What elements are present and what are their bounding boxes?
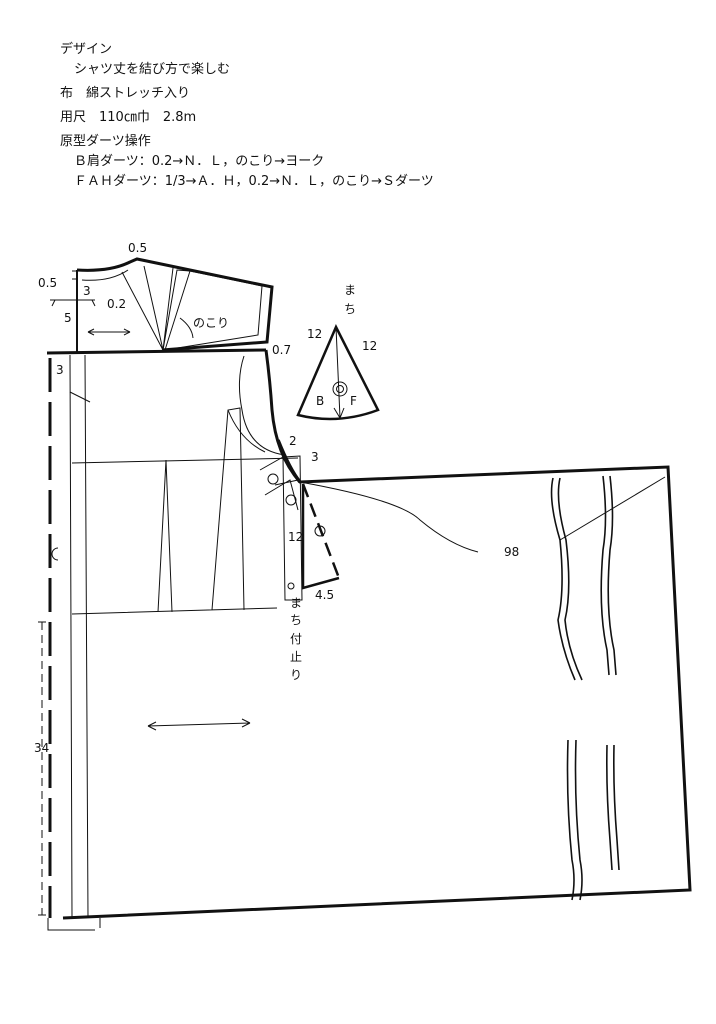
- design-text: シャツ丈を結び方で楽しむ: [74, 62, 231, 77]
- label-3-collar: 3: [83, 284, 91, 298]
- dart-heading: 原型ダーツ操作: [60, 134, 151, 149]
- gusset-title-1: ま: [344, 283, 356, 297]
- label-0-5-top: 0.5: [128, 241, 147, 255]
- gusset-f-label: F: [350, 394, 357, 408]
- label-2: 2: [289, 434, 297, 448]
- bodice-piece: [38, 348, 692, 931]
- machi-stop-1: ま: [290, 596, 302, 610]
- label-98: 98: [504, 545, 519, 559]
- gusset-title-2: ち: [344, 302, 356, 316]
- label-nokori: のこり: [193, 316, 229, 330]
- design-label: デザイン: [60, 42, 113, 57]
- gusset-b-label: B: [316, 394, 324, 408]
- label-0-5-left: 0.5: [38, 276, 57, 290]
- yoke-piece: [50, 257, 274, 353]
- label-0-2: 0.2: [107, 297, 126, 311]
- gusset-right-length: 12: [362, 339, 377, 353]
- machi-stop-5: り: [290, 668, 302, 682]
- label-0-7: 0.7: [272, 343, 291, 357]
- label-5: 5: [64, 311, 72, 325]
- gusset-piece: [296, 324, 380, 421]
- gusset-left-length: 12: [307, 327, 322, 341]
- dart-b-text: Ｂ肩ダーツ：0.2→Ｎ．Ｌ，のこり→ヨーク: [74, 154, 325, 169]
- label-3-left: 3: [56, 363, 64, 377]
- machi-stop-3: 付: [290, 632, 302, 646]
- label-34: 34: [34, 741, 49, 755]
- dart-f-text: ＦＡＨダーツ：1/3→Ａ．Ｈ，0.2→Ｎ．Ｌ，のこり→Ｓダーツ: [74, 174, 434, 189]
- side-gusset-area: [259, 439, 341, 601]
- label-12-side: 12: [288, 530, 303, 544]
- yardage-text: 用尺 110㎝巾 2.8m: [60, 110, 197, 125]
- machi-stop-2: ち: [290, 613, 302, 627]
- label-3-arm: 3: [311, 450, 319, 464]
- machi-stop-4: 止: [290, 650, 302, 664]
- label-4-5: 4.5: [315, 588, 334, 602]
- pattern-notes: デザイン シャツ丈を結び方で楽しむ 布 綿ストレッチ入り 用尺 110㎝巾 2.…: [60, 40, 434, 192]
- fabric-text: 布 綿ストレッチ入り: [60, 86, 191, 101]
